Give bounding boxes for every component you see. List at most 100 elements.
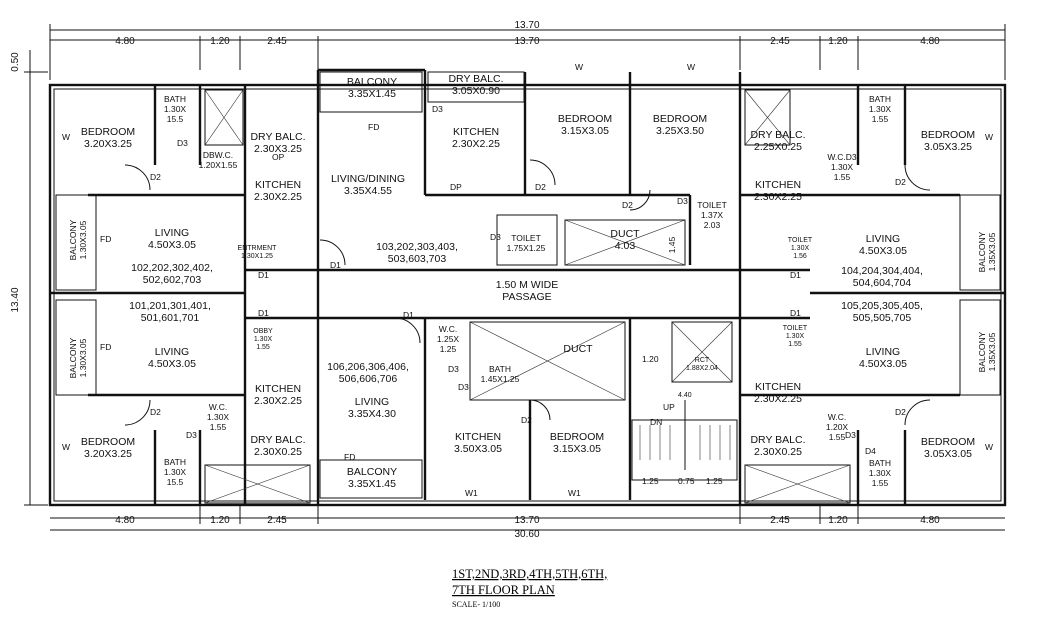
door-label: D1 xyxy=(790,270,801,280)
dim-top-right-2: 1.20 xyxy=(828,36,848,47)
room-label-line: 4.50X3.05 xyxy=(859,358,907,370)
door-label: D2 xyxy=(895,407,906,417)
room-label-line: KITCHEN xyxy=(453,126,499,138)
room-drybalc-tl: DRY BALC.2.30X3.25 xyxy=(250,131,305,155)
room-label-line: 15.5 xyxy=(167,114,184,124)
stair-landing: 4.40 xyxy=(678,392,692,399)
op-label: OP xyxy=(272,152,285,162)
room-label-line: 1.20X1.55 xyxy=(199,160,238,170)
room-label-line: LIVING xyxy=(155,346,189,358)
door-label: D3 xyxy=(677,196,688,206)
room-label-line: 1.20X xyxy=(826,422,849,432)
room-wc-tl: DBW.C.1.20X1.55 xyxy=(199,150,238,170)
room-label-line: DRY BALC. xyxy=(750,129,805,141)
room-label-line: 2.30X2.25 xyxy=(452,138,500,150)
room-label-line: BATH xyxy=(869,458,891,468)
dim-bottom-mid: 13.70 xyxy=(514,515,539,526)
door-label: D3 xyxy=(432,104,443,114)
room-label-line: 1.30X xyxy=(164,467,187,477)
dim-bottom-left-3: 2.45 xyxy=(267,515,287,526)
door-label: D1 xyxy=(403,310,414,320)
room-label-line: 4.03 xyxy=(615,240,636,252)
room-label-line: 3.35X4.55 xyxy=(344,185,392,197)
door-label: D2 xyxy=(521,415,532,425)
room-label-line: 503,603,703 xyxy=(388,253,447,265)
room-label-line: 1.37X xyxy=(701,210,724,220)
dim-bottom-left-1: 4.80 xyxy=(115,515,135,526)
room-label-line: 2.30X2.25 xyxy=(254,395,302,407)
fd-label: FD xyxy=(100,342,111,352)
dim-top-left-3: 2.45 xyxy=(267,36,287,47)
room-label-line: 1.45X1.25 xyxy=(481,374,520,384)
shafts xyxy=(204,89,851,504)
room-label-line: BEDROOM xyxy=(81,126,135,138)
room-label-line: 1.25X xyxy=(437,334,460,344)
room-drybalc-bl: DRY BALC.2.30X0.25 xyxy=(250,434,305,458)
room-wc-br: W.C.1.20X1.55 xyxy=(826,412,849,442)
room-label-line: 1.30X xyxy=(254,336,273,343)
room-label-line: 501,601,701 xyxy=(141,312,200,324)
room-label-line: BATH xyxy=(489,364,511,374)
room-label-line: 1.55 xyxy=(210,422,227,432)
room-label-line: 106,206,306,406, xyxy=(327,361,409,373)
plan-caption: 1ST,2ND,3RD,4TH,5TH,6TH, 7TH FLOOR PLAN … xyxy=(452,567,607,609)
room-label-line: DUCT xyxy=(563,343,593,355)
door-label: D3 xyxy=(490,232,501,242)
room-label-line: LIVING xyxy=(155,227,189,239)
stair-down-label: DN xyxy=(650,417,662,427)
room-label-line: TOILET xyxy=(697,200,727,210)
window-label: W xyxy=(62,132,70,142)
room-label-line: DRY BALC. xyxy=(750,434,805,446)
room-label-line: 4.50X3.05 xyxy=(148,358,196,370)
room-label-line: BALCONY xyxy=(977,231,987,272)
stair-width-1: 1.25 xyxy=(642,476,659,486)
room-label-line: 3.15X3.05 xyxy=(553,443,601,455)
fd-label: FD xyxy=(100,234,111,244)
dim-top-left-2: 1.20 xyxy=(210,36,230,47)
room-label-line: BEDROOM xyxy=(550,431,604,443)
room-label-line: BALCONY xyxy=(68,219,78,260)
room-label-line: 105,205,305,405, xyxy=(841,300,923,312)
stair-height: 1.20 xyxy=(642,354,659,364)
room-label-line: 3.35X1.45 xyxy=(348,478,396,490)
room-label-line: KITCHEN xyxy=(755,381,801,393)
room-label-line: 1.30X3.05 xyxy=(78,338,88,377)
room-label-line: BALCONY xyxy=(68,337,78,378)
room-label-line: 1.30X xyxy=(869,104,892,114)
room-label-line: LIVING xyxy=(866,233,900,245)
door-label: D1 xyxy=(258,308,269,318)
door-label: D2 xyxy=(895,177,906,187)
door-label: D2 xyxy=(150,407,161,417)
door-label: D1 xyxy=(330,260,341,270)
door-label: D3 xyxy=(448,364,459,374)
dim-bottom-right-2: 1.20 xyxy=(828,515,848,526)
room-label-line: 1.88X2.04 xyxy=(686,365,718,372)
room-label-line: W.C. xyxy=(439,324,457,334)
room-label-line: 502,602,703 xyxy=(143,274,202,286)
room-label-line: LIVING xyxy=(866,346,900,358)
room-label-line: 2.30X0.25 xyxy=(254,446,302,458)
room-label-line: 1.56 xyxy=(793,253,807,260)
door-label: D3 xyxy=(845,430,856,440)
room-label-line: W.C.D3 xyxy=(827,152,857,162)
room-label-line: BEDROOM xyxy=(558,113,612,125)
door-label: D2 xyxy=(535,182,546,192)
room-drybalc-tr: DRY BALC.2.25X0.25 xyxy=(750,129,805,153)
room-units-tl: 102,202,302,402,502,602,703 xyxy=(131,262,213,286)
dim-bottom-right-1: 2.45 xyxy=(770,515,790,526)
caption-scale: SCALE- 1/100 xyxy=(452,600,500,609)
